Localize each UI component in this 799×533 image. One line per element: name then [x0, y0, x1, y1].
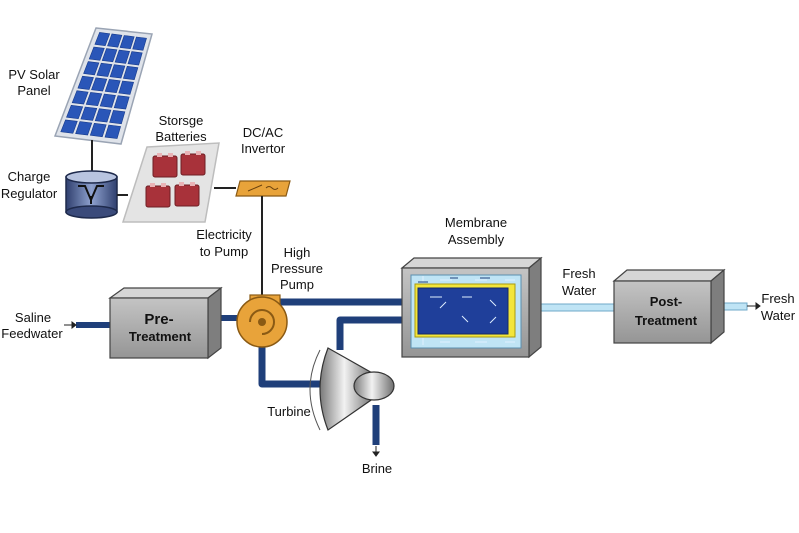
pv-panel-label-2: Panel — [17, 83, 50, 98]
storage-batteries-icon — [121, 142, 220, 223]
invertor-label-2: Invertor — [241, 141, 286, 156]
pv-cell — [96, 62, 113, 77]
pv-cell — [107, 33, 123, 48]
brine-label: Brine — [362, 461, 392, 476]
electricity-label-1: Electricity — [196, 227, 252, 242]
pump-label-2: Pressure — [271, 261, 323, 276]
pv-cell — [94, 108, 112, 123]
pv-cell — [104, 79, 121, 94]
fresh-water-mid-label-1: Fresh — [562, 266, 595, 281]
invertor-label-1: DC/AC — [243, 125, 283, 140]
turbine-icon — [309, 347, 395, 431]
membrane-label-2: Assembly — [448, 232, 505, 247]
pv-cell — [77, 75, 94, 90]
pv-cell — [94, 32, 111, 47]
pv-cell — [132, 36, 147, 51]
pv-cell — [66, 104, 84, 120]
pv-cell — [83, 61, 100, 76]
saline-label-1: Saline — [15, 310, 51, 325]
pv-cell — [127, 51, 143, 66]
pv-cell — [60, 119, 78, 134]
high-pressure-pipes — [258, 298, 415, 445]
pv-cell — [109, 110, 126, 125]
pv-cell — [113, 95, 130, 110]
saline-label-2: Feedwater — [1, 326, 63, 341]
charge-regulator-label-2: Regulator — [1, 186, 58, 201]
pv-cell — [123, 65, 139, 81]
electricity-label-2: to Pump — [200, 244, 248, 259]
pv-cell — [85, 92, 103, 107]
pump-label-1: High — [284, 245, 311, 260]
pv-cell — [101, 48, 118, 63]
pretreatment-label-2: Treatment — [129, 329, 192, 344]
pv-panel-label-1: PV Solar — [8, 67, 60, 82]
high-pressure-pump-icon — [236, 294, 288, 348]
charge-regulator-label-1: Charge — [8, 169, 51, 184]
fresh-water-out-label-1: Fresh — [761, 291, 794, 306]
pv-cell — [109, 64, 126, 79]
batteries-label-1: Storsge — [159, 113, 204, 128]
posttreatment-box: Post- Treatment — [612, 268, 726, 345]
membrane-label-1: Membrane — [445, 215, 507, 230]
pv-cell — [119, 35, 135, 50]
batteries-label-2: Batteries — [155, 129, 207, 144]
membrane-assembly — [400, 256, 543, 359]
flow-arrows — [64, 302, 761, 457]
pv-cell — [118, 80, 134, 95]
fresh-water-out-label-2: Water — [761, 308, 796, 323]
pv-cell — [104, 124, 121, 139]
pv-cell — [88, 46, 105, 61]
posttreatment-label-1: Post- — [650, 294, 683, 309]
labels: PV Solar Panel Storsge Batteries DC/AC I… — [1, 67, 796, 476]
turbine-label: Turbine — [267, 404, 311, 419]
feed-pipes — [76, 315, 238, 328]
pv-cell — [80, 106, 98, 121]
charge-regulator-icon — [65, 170, 118, 219]
pv-cell — [75, 121, 93, 136]
invertor-icon — [235, 180, 291, 197]
pretreatment-label-1: Pre- — [144, 311, 173, 328]
pv-cell — [91, 77, 108, 92]
pv-cell — [89, 122, 107, 138]
pv-solar-panel-icon — [53, 27, 153, 145]
pump-label-3: Pump — [280, 277, 314, 292]
pretreatment-box: Pre- Treatment — [108, 286, 223, 360]
pv-cell — [99, 93, 116, 108]
fresh-water-mid-label-2: Water — [562, 283, 597, 298]
posttreatment-label-2: Treatment — [635, 313, 698, 328]
pv-cell — [114, 49, 130, 64]
pv-cell — [71, 90, 89, 105]
